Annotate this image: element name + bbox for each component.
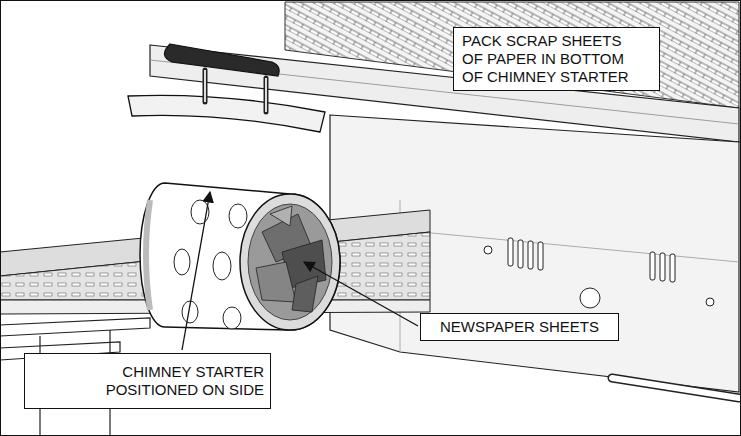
callout-text: PACK SCRAP SHEETS OF PAPER IN BOTTOM OF … (462, 32, 637, 86)
callout-box: CHIMNEY STARTER POSITIONED ON SIDE (24, 353, 271, 409)
callout-box: NEWSPAPER SHEETS (420, 313, 619, 341)
callout-text: CHIMNEY STARTER POSITIONED ON SIDE (85, 363, 264, 399)
note-box: PACK SCRAP SHEETS OF PAPER IN BOTTOM OF … (453, 27, 660, 91)
callout-text: NEWSPAPER SHEETS (427, 318, 612, 336)
